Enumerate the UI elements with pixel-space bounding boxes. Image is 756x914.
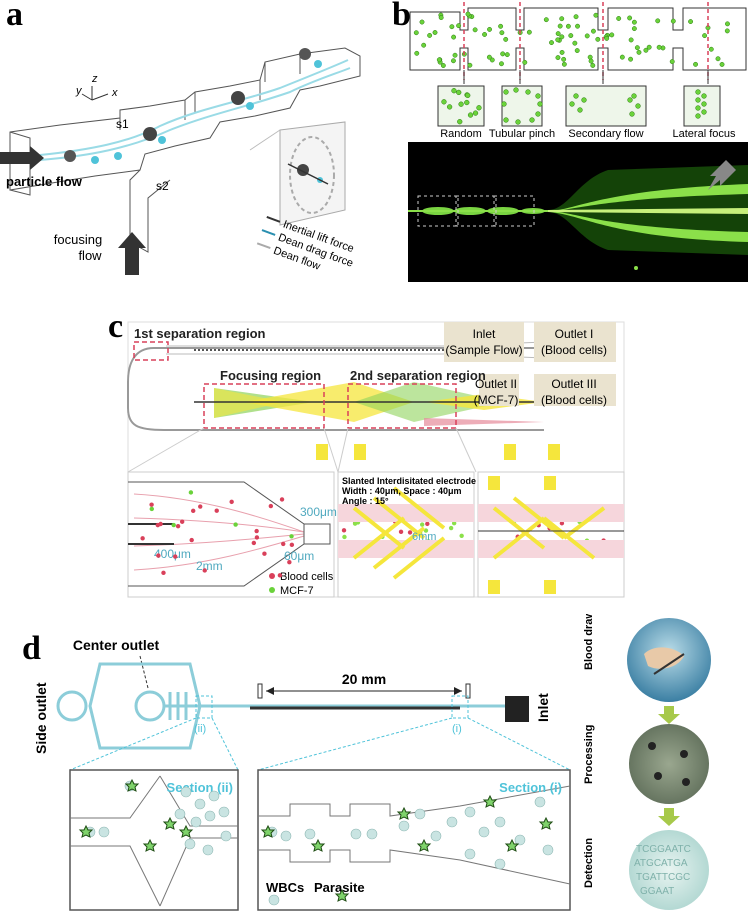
outlet1-label-2: (Blood cells) — [541, 343, 607, 357]
outlet2-label-1: Outlet II — [475, 377, 517, 391]
step-blood-draw: Blood draw — [583, 614, 595, 670]
stage-secondary-flow: Secondary flow — [568, 128, 643, 140]
stage-random: Random — [440, 128, 482, 140]
outlet1-label-1: Outlet I — [555, 327, 594, 341]
svg-text:TCGGAATC: TCGGAATC — [636, 844, 691, 855]
dim-6mm: 6mm — [412, 531, 436, 543]
stage-lateral-focus: Lateral focus — [673, 128, 736, 140]
dim-400: 400μm — [154, 547, 191, 561]
svg-text:TGATTCGC: TGATTCGC — [636, 872, 690, 883]
outlet3-label-2: (Blood cells) — [541, 393, 607, 407]
panel-d-diagram: Center outlet Side outlet 20 mm Inlet (i… — [33, 637, 571, 911]
electrode-label-2: Width : 40μm, Space : 40μm — [342, 486, 461, 496]
inlet-d-label: Inlet — [535, 693, 551, 722]
panel-a-diagram: y z x s1 s2 particle flow focusing flow … — [0, 47, 361, 275]
legend-mcf7: MCF-7 — [280, 585, 314, 597]
dim-60: 60μm — [284, 549, 314, 563]
outlet2-label-2: (MCF-7) — [474, 393, 519, 407]
focusing-flow-label-2: flow — [78, 248, 102, 263]
parasite-label: Parasite — [314, 880, 365, 895]
marker-ii: (ii) — [194, 723, 206, 735]
particle-flow-label: particle flow — [6, 174, 83, 189]
section-ii-label: Section (ii) — [167, 780, 233, 795]
inlet-label-1: Inlet — [473, 327, 496, 341]
electrode-label-3: Angle : 15° — [342, 496, 389, 506]
panel-b-diagram: Random Tubular pinch Secondary flow Late… — [408, 2, 748, 282]
outlet3-label-1: Outlet III — [551, 377, 596, 391]
focusing-region-label: Focusing region — [220, 368, 321, 383]
axis-z-label: z — [91, 73, 98, 85]
section-i-label: Section (i) — [499, 780, 562, 795]
dim-300: 300μm — [300, 505, 337, 519]
s2-label: s2 — [156, 179, 169, 193]
stage-tubular-pinch: Tubular pinch — [489, 128, 555, 140]
second-separation-label: 2nd separation region — [350, 368, 486, 383]
length-label: 20 mm — [342, 671, 386, 687]
panel-c-letter: c — [108, 308, 124, 345]
side-outlet-label: Side outlet — [33, 682, 49, 754]
focusing-flow-label-1: focusing — [54, 232, 102, 247]
step-detection: Detection — [583, 838, 595, 888]
svg-text:GGAAT: GGAAT — [640, 886, 674, 897]
electrode-label-1: Slanted Interdisitated electrode — [342, 476, 476, 486]
axis-x-label: x — [111, 87, 118, 99]
svg-text:ATGCATGA: ATGCATGA — [634, 858, 688, 869]
center-outlet-label: Center outlet — [73, 637, 160, 653]
s1-label: s1 — [116, 117, 129, 131]
panel-d-letter: d — [22, 630, 41, 667]
inlet-label-2: (Sample Flow) — [445, 343, 522, 357]
wbcs-label: WBCs — [266, 880, 304, 895]
marker-i: (i) — [452, 723, 462, 735]
panel-c-diagram: 1st separation region Focusing region 2n… — [127, 321, 625, 598]
dim-2mm: 2mm — [196, 559, 223, 573]
step-processing: Processing — [583, 725, 595, 784]
workflow-diagram: TCGGAATC ATGCATGA TGATTCGC GGAAT Blood draw… — [583, 614, 711, 910]
panel-a-letter: a — [6, 0, 23, 33]
legend-blood-cells: Blood cells — [280, 571, 334, 583]
axis-y-label: y — [75, 85, 83, 97]
panel-b-letter: b — [392, 0, 411, 33]
first-separation-label: 1st separation region — [134, 326, 266, 341]
